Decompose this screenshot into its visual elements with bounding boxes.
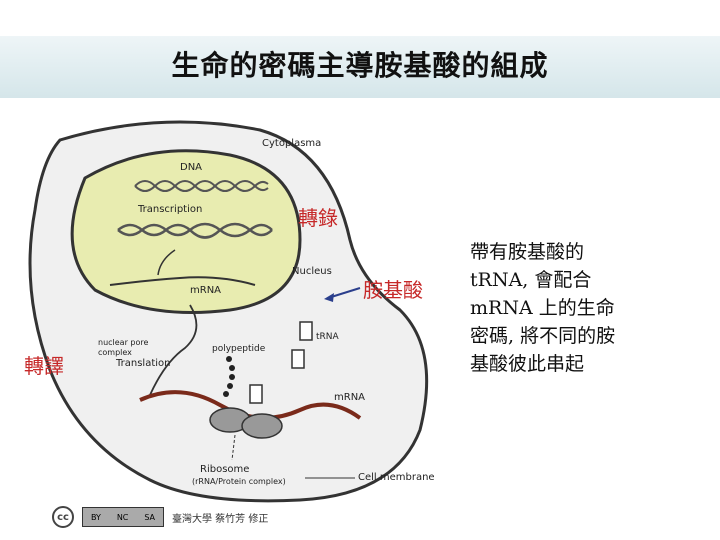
cc-sa-label: SA bbox=[144, 513, 155, 522]
cell-diagram: Cytoplasma DNA Transcription Nucleus mRN… bbox=[0, 100, 480, 520]
cc-by-label: BY bbox=[91, 513, 101, 522]
label-trna: tRNA bbox=[316, 332, 339, 342]
annotation-transcription: 轉錄 bbox=[298, 202, 338, 231]
creative-commons-icon: cc bbox=[52, 506, 74, 528]
annotation-translation: 轉譯 bbox=[24, 350, 64, 379]
cell-illustration bbox=[0, 100, 480, 520]
description-line: 帶有胺基酸的 bbox=[470, 238, 670, 266]
label-cell-membrane: Cell membrane bbox=[358, 472, 435, 483]
description-line: mRNA 上的生命 bbox=[470, 294, 670, 322]
description-line: 密碼, 將不同的胺 bbox=[470, 322, 670, 350]
cc-nc-label: NC bbox=[117, 513, 129, 522]
label-polypeptide: polypeptide bbox=[212, 344, 265, 354]
label-mrna-cytoplasm: mRNA bbox=[334, 392, 365, 403]
description-line: tRNA, 會配合 bbox=[470, 266, 670, 294]
label-nucleus: Nucleus bbox=[292, 266, 332, 277]
credit-text: 臺灣大學 蔡竹芳 修正 bbox=[172, 510, 268, 525]
annotation-amino-acid: 胺基酸 bbox=[363, 274, 423, 303]
label-complex: complex bbox=[98, 348, 132, 357]
label-cytoplasma: Cytoplasma bbox=[262, 138, 321, 149]
footer: cc BY NC SA 臺灣大學 蔡竹芳 修正 bbox=[52, 505, 268, 529]
description-text: 帶有胺基酸的 tRNA, 會配合 mRNA 上的生命 密碼, 將不同的胺 基酸彼… bbox=[470, 238, 670, 378]
label-translation: Translation bbox=[116, 358, 171, 369]
label-transcription: Transcription bbox=[138, 204, 202, 215]
label-nuclear-pore: nuclear pore bbox=[98, 338, 148, 347]
slide-title: 生命的密碼主導胺基酸的組成 bbox=[0, 44, 720, 84]
description-line: 基酸彼此串起 bbox=[470, 350, 670, 378]
label-mrna-nucleus: mRNA bbox=[190, 285, 221, 296]
label-ribosome: Ribosome bbox=[200, 464, 249, 475]
cc-license-badge: BY NC SA bbox=[82, 507, 164, 527]
label-ribosome-sub: (rRNA/Protein complex) bbox=[192, 477, 286, 486]
label-dna: DNA bbox=[180, 162, 202, 173]
